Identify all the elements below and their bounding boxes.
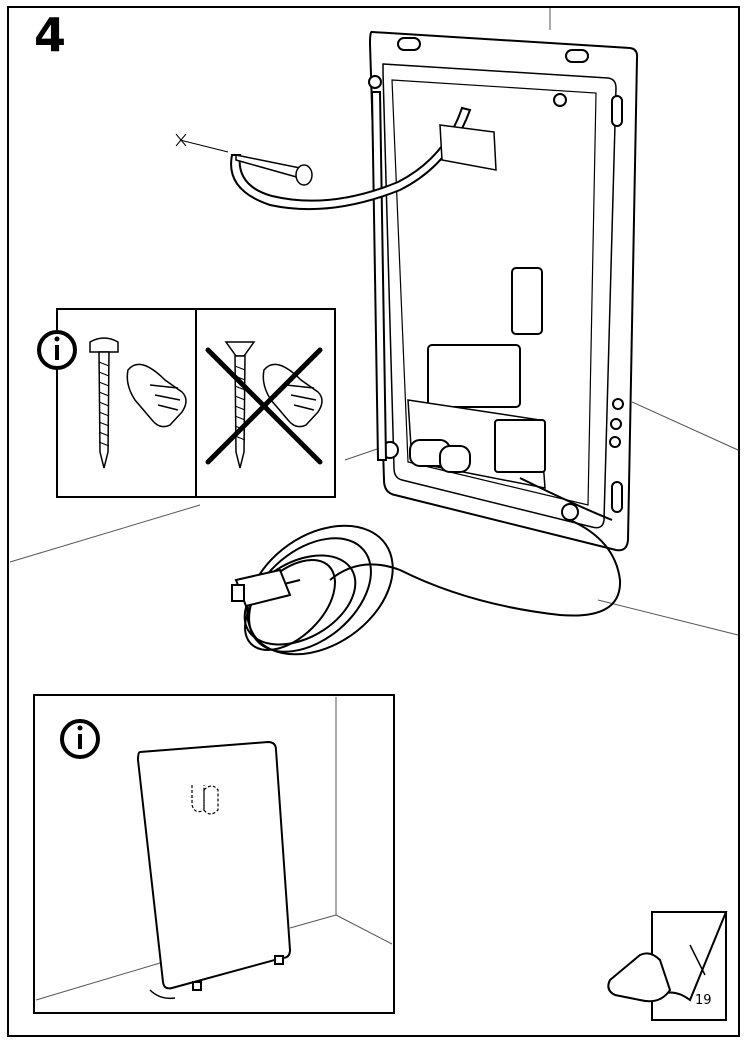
room-corner-lines: [35, 697, 393, 1001]
power-plug: [231, 568, 292, 608]
info-icon: [60, 719, 100, 759]
power-cable: [243, 519, 622, 656]
mounting-info-box: [33, 694, 395, 1014]
pointing-hand-icon: [126, 363, 187, 428]
pointing-hand-icon: [262, 363, 323, 428]
hanging-wire: [230, 106, 497, 211]
screw-type-info-box: [37, 308, 336, 498]
cross-icon: [205, 347, 323, 465]
page-border: [7, 6, 740, 1037]
info-icon: [37, 330, 77, 370]
screw: [175, 133, 313, 186]
page-turn-icon: [607, 911, 728, 1021]
pan-head-screw-icon: [89, 337, 119, 469]
page-number: 19: [695, 993, 712, 1008]
wall-lines: [9, 8, 739, 636]
device-front-panel: [136, 740, 292, 991]
device-back-panel: [368, 30, 639, 552]
hook-outline: [191, 785, 219, 815]
step-number: 4: [34, 8, 67, 62]
